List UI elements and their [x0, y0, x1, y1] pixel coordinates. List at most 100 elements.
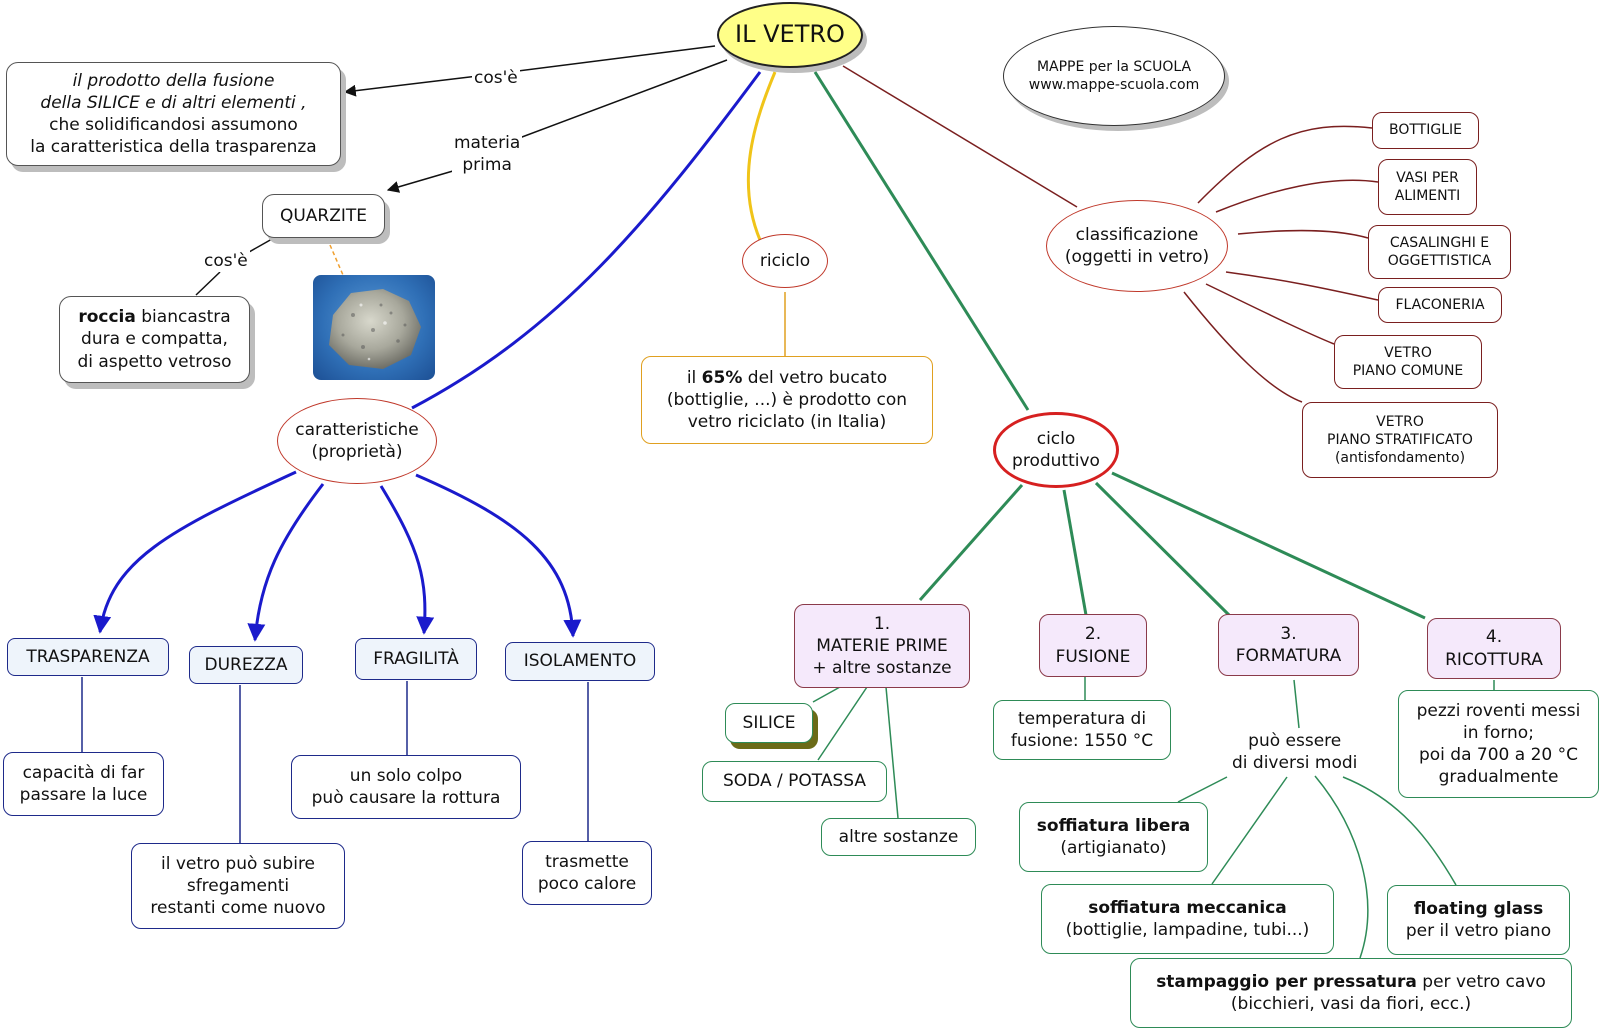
- ricottura-desc-line1: pezzi roventi messi: [1416, 700, 1581, 721]
- class-vps-l1: VETRO: [1376, 413, 1424, 430]
- property-isolamento: ISOLAMENTO: [505, 642, 655, 681]
- ricottura-desc-line2: in forno;: [1463, 722, 1534, 743]
- method2-bold: soffiatura meccanica: [1088, 897, 1287, 918]
- trasparenza-desc: capacità di far passare la luce: [3, 752, 164, 816]
- trasparenza-desc-line2: passare la luce: [19, 785, 148, 805]
- isolamento-desc-line1: trasmette: [545, 851, 629, 872]
- fragilita-desc-line1: un solo colpo: [349, 765, 463, 786]
- formatura-label-line1: può essere: [1248, 731, 1342, 751]
- method4-rest: (bicchieri, vasi da fiori, ecc.): [1230, 994, 1472, 1014]
- quarzite-desc-bold: roccia: [78, 307, 136, 328]
- step-fusione: 2. FUSIONE: [1039, 614, 1147, 677]
- class-vpc-l1: VETRO: [1384, 344, 1432, 361]
- material-soda-label: SODA / POTASSA: [723, 771, 866, 792]
- classificazione-line2: (oggetti in vetro): [1064, 247, 1210, 267]
- riciclo-desc: il 65% del vetro bucato (bottiglie, ...)…: [641, 356, 933, 444]
- credit-line1: MAPPE per la SCUOLA: [1036, 58, 1192, 75]
- material-altre-label: altre sostanze: [838, 826, 959, 847]
- definition-line1: il prodotto della fusione: [72, 70, 275, 91]
- classificazione-line1: classificazione: [1075, 224, 1199, 245]
- class-vasi-l1: VASI PER: [1396, 169, 1459, 186]
- method1-rest: (artigianato): [1060, 838, 1167, 858]
- definition-line4: la caratteristica della trasparenza: [30, 137, 317, 158]
- riciclo-node: riciclo: [742, 234, 828, 288]
- step3-line1: FORMATURA: [1235, 646, 1342, 666]
- method3-rest: per il vetro piano: [1405, 921, 1552, 941]
- material-altre-sostanze: altre sostanze: [821, 818, 976, 856]
- durezza-desc-line2: sfregamenti: [186, 875, 290, 896]
- class-flaconeria: FLACONERIA: [1378, 287, 1502, 323]
- title-node: IL VETRO: [717, 2, 863, 68]
- link-label-prima: prima: [462, 155, 512, 176]
- caratteristiche-node: caratteristiche (proprietà): [277, 398, 437, 484]
- quarzite-desc-rest: biancastra: [135, 307, 231, 328]
- method4-inline: per vetro cavo: [1416, 971, 1546, 992]
- quarzite-desc-line2: dura e compatta,: [81, 329, 228, 350]
- class-bottiglie-l1: BOTTIGLIE: [1389, 122, 1462, 139]
- step2-line1: FUSIONE: [1055, 646, 1131, 667]
- class-flaconeria-l1: FLACONERIA: [1395, 296, 1485, 313]
- trasparenza-desc-line1: capacità di far: [22, 762, 145, 783]
- riciclo-desc-line3: vetro riciclato (in Italia): [687, 412, 887, 433]
- fusione-desc-line2: fusione: 1550 °C: [1010, 731, 1154, 751]
- method-soffiatura-meccanica: soffiatura meccanica (bottiglie, lampadi…: [1041, 884, 1334, 954]
- title-text: IL VETRO: [735, 20, 845, 49]
- class-casalinghi: CASALINGHI E OGGETTISTICA: [1368, 225, 1511, 279]
- class-vps-l3: (antisfondamento): [1334, 450, 1466, 467]
- ciclo-node: ciclo produttivo: [993, 412, 1119, 488]
- ricottura-desc-line4: gradualmente: [1438, 767, 1559, 788]
- quarzite-desc-line1: roccia biancastra: [78, 306, 230, 328]
- riciclo-desc-pre: il: [686, 367, 702, 388]
- property-trasparenza-label: TRASPARENZA: [26, 646, 150, 667]
- step4-line1: RICOTTURA: [1445, 649, 1543, 670]
- method-stampaggio: stampaggio per pressatura per vetro cavo…: [1130, 958, 1572, 1028]
- class-bottiglie: BOTTIGLIE: [1372, 112, 1479, 149]
- rock-shape: [329, 289, 421, 369]
- material-silice-label: SILICE: [742, 712, 796, 733]
- link-label-materia: materia: [454, 133, 521, 153]
- credit-oval: MAPPE per la SCUOLA www.mappe-scuola.com: [1003, 26, 1225, 126]
- durezza-desc-line1: il vetro può subire: [160, 853, 316, 874]
- credit-line2: www.mappe-scuola.com: [1028, 77, 1200, 93]
- step-ricottura: 4. RICOTTURA: [1427, 618, 1561, 679]
- property-fragilita-label: FRAGILITÀ: [373, 648, 459, 669]
- definition-line3: che solidificandosi assumono: [49, 115, 298, 135]
- caratteristiche-line1: caratteristiche: [295, 419, 419, 440]
- class-vetro-piano-stratificato: VETRO PIANO STRATIFICATO (antisfondament…: [1302, 402, 1498, 478]
- step1-line1: MATERIE PRIME: [816, 635, 948, 656]
- quarzite-rock-image: [313, 275, 435, 380]
- isolamento-desc-line2: poco calore: [537, 874, 637, 894]
- method4-line1: stampaggio per pressatura per vetro cavo: [1156, 971, 1546, 993]
- durezza-desc-line3: restanti come nuovo: [150, 898, 326, 919]
- formatura-label-line2: di diversi modi: [1232, 753, 1358, 774]
- step3-num: 3.: [1280, 623, 1297, 644]
- ricottura-desc: pezzi roventi messi in forno; poi da 700…: [1398, 690, 1599, 798]
- ciclo-line1: ciclo: [1036, 428, 1076, 449]
- classificazione-node: classificazione (oggetti in vetro): [1046, 200, 1228, 292]
- class-casalinghi-l2: OGGETTISTICA: [1387, 253, 1492, 269]
- method3-bold: floating glass: [1413, 898, 1544, 919]
- quarzite-node: QUARZITE: [262, 194, 385, 238]
- fragilita-desc: un solo colpo può causare la rottura: [291, 755, 521, 819]
- durezza-desc: il vetro può subire sfregamenti restanti…: [131, 843, 345, 929]
- quarzite-desc-line3: di aspetto vetroso: [77, 351, 232, 372]
- step1-line2: + altre sostanze: [812, 658, 952, 679]
- method1-bold: soffiatura libera: [1036, 815, 1191, 836]
- quarzite-desc: roccia biancastra dura e compatta, di as…: [59, 296, 250, 383]
- property-fragilita: FRAGILITÀ: [355, 638, 477, 680]
- class-vpc-l2: PIANO COMUNE: [1352, 363, 1464, 379]
- fragilita-desc-line2: può causare la rottura: [311, 788, 501, 808]
- riciclo-desc-post: del vetro bucato: [742, 367, 888, 388]
- step1-num: 1.: [873, 613, 891, 634]
- isolamento-desc: trasmette poco calore: [522, 841, 652, 905]
- property-durezza: DUREZZA: [189, 646, 303, 684]
- method2-rest: (bottiglie, lampadine, tubi...): [1065, 920, 1310, 940]
- property-isolamento-label: ISOLAMENTO: [523, 651, 637, 672]
- riciclo-label: riciclo: [759, 250, 811, 271]
- link-label-cose-quarzite: cos'è: [202, 250, 250, 273]
- step2-num: 2.: [1084, 624, 1102, 645]
- step-formatura: 3. FORMATURA: [1218, 614, 1359, 676]
- riciclo-desc-line2: (bottiglie, ...) è prodotto con: [666, 389, 908, 410]
- ricottura-desc-line3: poi da 700 a 20 °C: [1418, 745, 1578, 765]
